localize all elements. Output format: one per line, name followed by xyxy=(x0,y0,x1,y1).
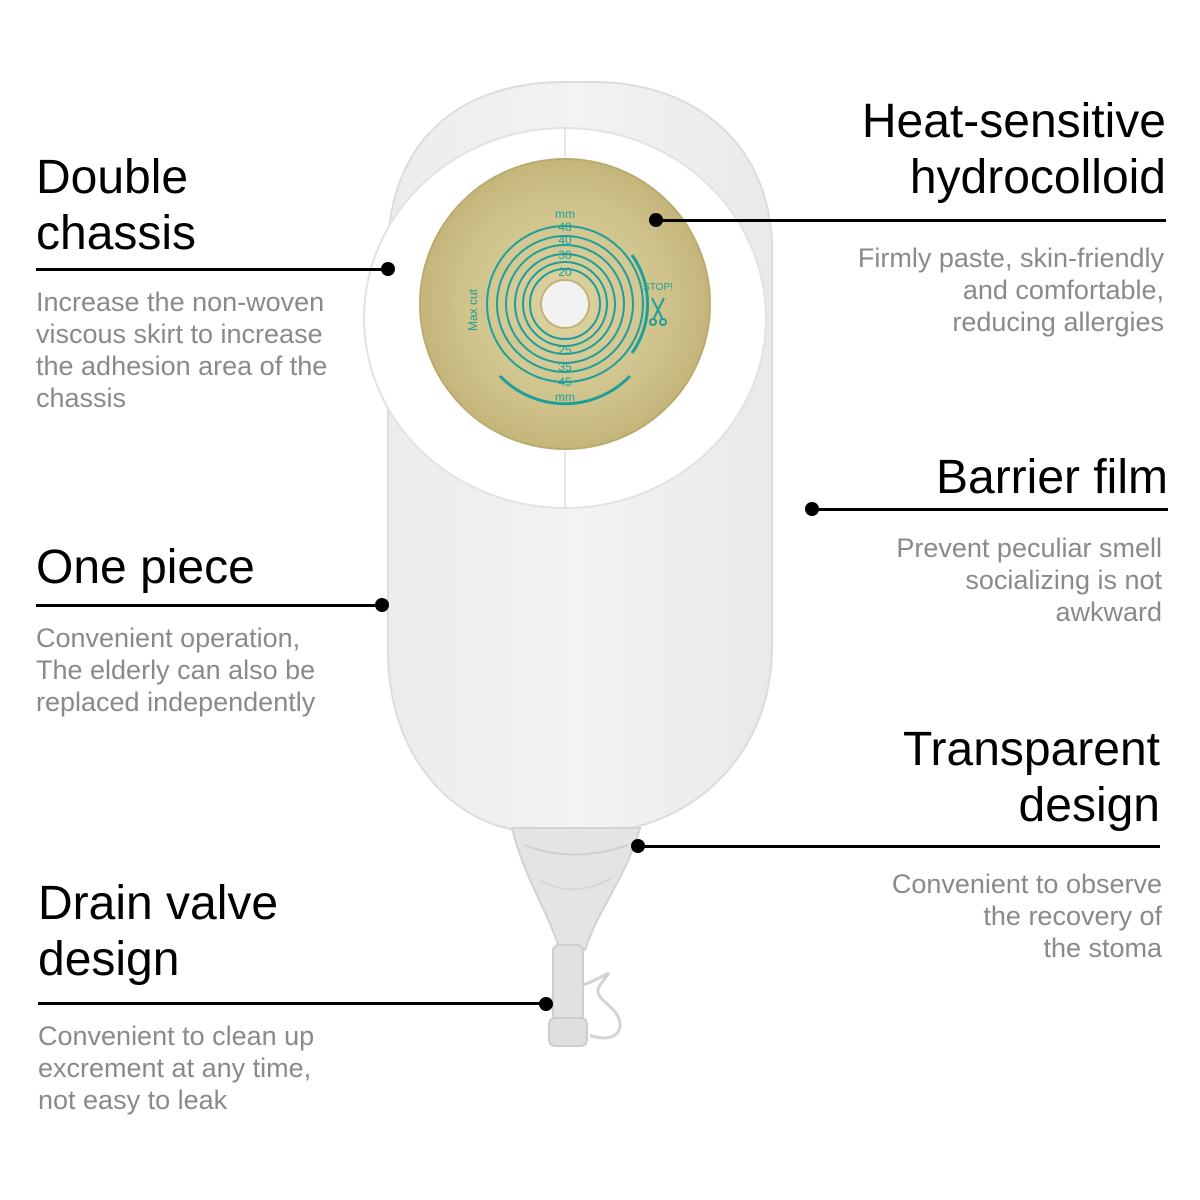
wafer-stop-label: STOP! xyxy=(643,282,673,293)
wafer-unit-bottom: mm xyxy=(555,390,575,404)
wafer-size-label: 45 xyxy=(558,375,572,389)
transparent-leader-line xyxy=(638,845,1160,848)
double-chassis-title: Double chassis xyxy=(36,151,197,260)
cut-guide-rings xyxy=(486,225,644,383)
wafer-size-label: 40 xyxy=(558,233,572,247)
drain-tube xyxy=(552,944,584,1026)
transparent-title: Transparent design xyxy=(902,723,1160,832)
transparent-pointer-dot xyxy=(631,839,645,853)
drain-valve-title: Drain valve design xyxy=(38,877,279,986)
wafer-max-cut-label: Max cut xyxy=(466,288,480,331)
wafer-size-label: 48 xyxy=(558,220,572,234)
double-chassis-leader-line xyxy=(36,268,388,271)
hydrocolloid-description: Firmly paste, skin-friendly and comforta… xyxy=(857,243,1164,337)
wafer-size-label: 20 xyxy=(558,265,572,279)
drain-valve-leader-line xyxy=(38,1002,546,1005)
double-chassis-pointer-dot xyxy=(381,262,395,276)
double-chassis-description: Increase the non-woven viscous skirt to … xyxy=(36,287,328,413)
transparent-description: Convenient to observe the recovery of th… xyxy=(891,869,1162,963)
barrier-film-title: Barrier film xyxy=(935,451,1168,504)
wafer-size-label: 25 xyxy=(558,343,572,357)
one-piece-description: Convenient operation, The elderly can al… xyxy=(36,623,316,717)
stoma-hole xyxy=(540,279,590,329)
hydrocolloid-leader-line xyxy=(656,219,1166,222)
hydrocolloid-title: Heat-sensitive hydrocolloid xyxy=(861,95,1166,204)
drain-valve-pointer-dot xyxy=(539,997,553,1011)
wafer-size-label: 35 xyxy=(558,360,572,374)
barrier-film-leader-line xyxy=(812,508,1168,511)
barrier-film-pointer-dot xyxy=(805,502,819,516)
wafer-size-label: 30 xyxy=(558,248,572,262)
drain-valve-description: Convenient to clean up excrement at any … xyxy=(38,1021,315,1115)
one-piece-title: One piece xyxy=(36,541,255,594)
barrier-film-description: Prevent peculiar smell socializing is no… xyxy=(896,533,1162,627)
one-piece-pointer-dot xyxy=(375,598,389,612)
wafer-unit-top: mm xyxy=(555,207,575,221)
drain-clip xyxy=(582,971,622,1040)
one-piece-leader-line xyxy=(36,604,382,607)
hydrocolloid-pointer-dot xyxy=(649,213,663,227)
scissors-icon xyxy=(649,297,667,326)
